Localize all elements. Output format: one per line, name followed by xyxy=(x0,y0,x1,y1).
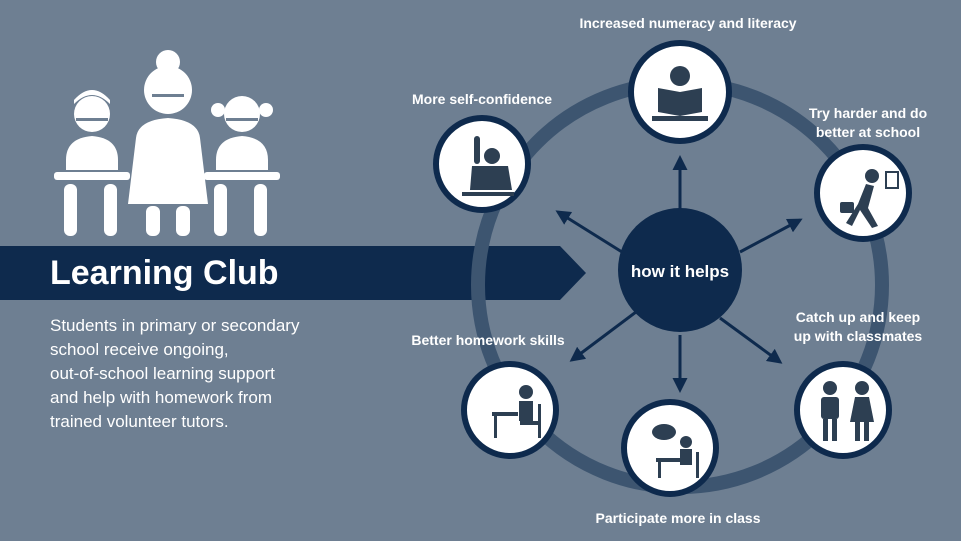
description-line: out-of-school learning support xyxy=(50,364,275,383)
node-school xyxy=(814,144,912,242)
description-line: Students in primary or secondary xyxy=(50,316,300,335)
node-classmates xyxy=(794,361,892,459)
page-title: Learning Club xyxy=(50,254,279,292)
node-confidence xyxy=(433,115,531,213)
node-literacy xyxy=(628,40,732,144)
description-line: school receive ongoing, xyxy=(50,340,229,359)
arrow-to-school xyxy=(739,218,803,254)
benefit-label-classmates: Catch up and keep up with classmates xyxy=(793,309,923,344)
center-hub xyxy=(618,208,742,332)
teacher-and-students-icon xyxy=(54,50,280,236)
benefit-label-confidence: More self-confidence xyxy=(411,91,553,107)
arrow-to-confidence xyxy=(555,210,623,254)
raised-hand-icon xyxy=(462,136,514,196)
benefit-label-literacy: Increased numeracy and literacy xyxy=(579,15,797,31)
student-speaking-icon xyxy=(652,424,699,478)
title-banner xyxy=(0,246,560,300)
center-hub-label: how it helps xyxy=(630,262,730,281)
benefit-label-school: Try harder and do better at school xyxy=(808,105,928,140)
node-participate xyxy=(621,399,719,497)
benefit-label-participate: Participate more in class xyxy=(595,510,761,526)
benefit-label-homework: Better homework skills xyxy=(411,332,565,348)
student-at-desk-icon xyxy=(492,385,541,438)
description-line: trained volunteer tutors. xyxy=(50,412,229,431)
program-description: Students in primary or secondary school … xyxy=(50,314,350,434)
arrow-to-classmates xyxy=(719,316,783,364)
running-student-briefcase-icon xyxy=(840,169,899,228)
boy-and-girl-icon xyxy=(821,381,874,441)
description-line: and help with homework from xyxy=(50,388,273,407)
banner-arrow-tip xyxy=(560,246,586,300)
node-homework xyxy=(461,361,559,459)
reading-student-icon xyxy=(652,66,708,121)
arrow-to-homework xyxy=(569,310,637,362)
